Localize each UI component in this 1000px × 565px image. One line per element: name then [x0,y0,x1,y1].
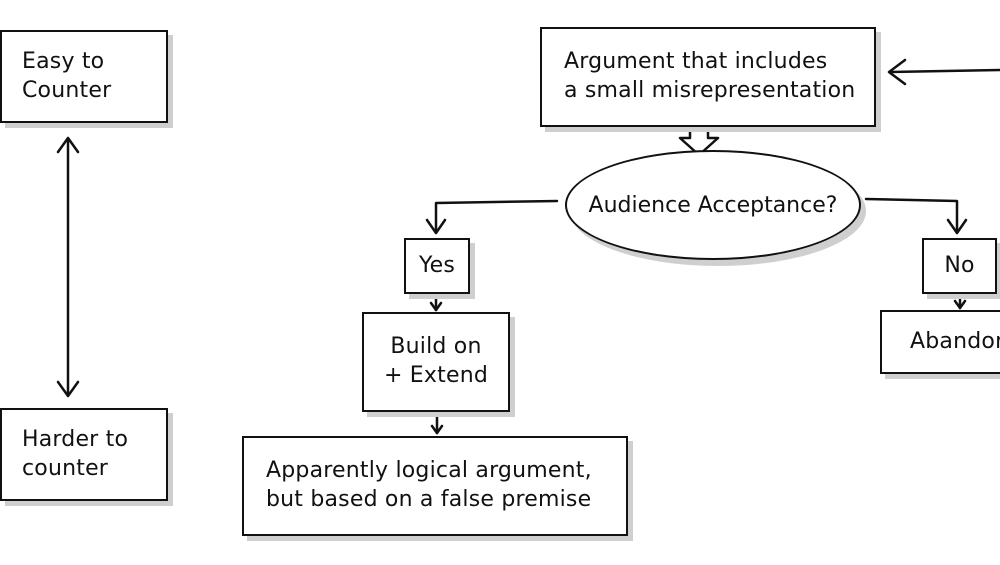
argument-box: Argument that includes a small misrepres… [540,27,876,127]
audience-acceptance-label: Audience Acceptance? [588,192,838,218]
no-box: No [922,238,997,294]
yes-box: Yes [404,238,470,294]
harder-to-counter-line-2: counter [22,455,109,481]
argument-line-2: a small misrepresentation [564,78,856,103]
abandon-box: Abandon [880,310,1000,374]
hollow-down-arrow [678,123,720,157]
easy-to-counter-line-2: Counter [22,77,112,103]
build-extend-box: Build on + Extend [362,312,510,412]
no-branch-line [864,197,959,234]
harder-to-counter-line-1: Harder to [22,426,129,452]
no-branch-head [946,218,968,235]
build-to-apparent-head [430,424,444,435]
yes-label: Yes [418,252,456,278]
build-extend-line-2: + Extend [383,363,489,388]
spectrum-arrow-head-top [56,136,80,154]
apparent-argument-line-2: but based on a false premise [266,487,592,512]
no-label: No [944,252,975,278]
abandon-label: Abandon [910,328,1000,354]
feedback-arrow-head [887,58,907,86]
no-to-abandon-head [953,299,967,310]
argument-line-1: Argument that includes [564,49,828,75]
audience-acceptance-decision: Audience Acceptance? [565,150,861,260]
spectrum-arrow-head-bottom [56,380,80,398]
yes-to-build-head [429,301,443,312]
yes-branch-head [425,218,447,235]
build-extend-line-1: Build on [390,334,482,360]
harder-to-counter-box: Harder to counter [0,408,168,501]
apparent-argument-line-1: Apparently logical argument, [266,458,592,484]
easy-to-counter-line-1: Easy to [22,48,105,74]
feedback-arrow-line [888,68,1000,74]
yes-branch-line [434,199,559,234]
easy-to-counter-box: Easy to Counter [0,30,168,123]
apparent-argument-box: Apparently logical argument, but based o… [242,436,628,536]
